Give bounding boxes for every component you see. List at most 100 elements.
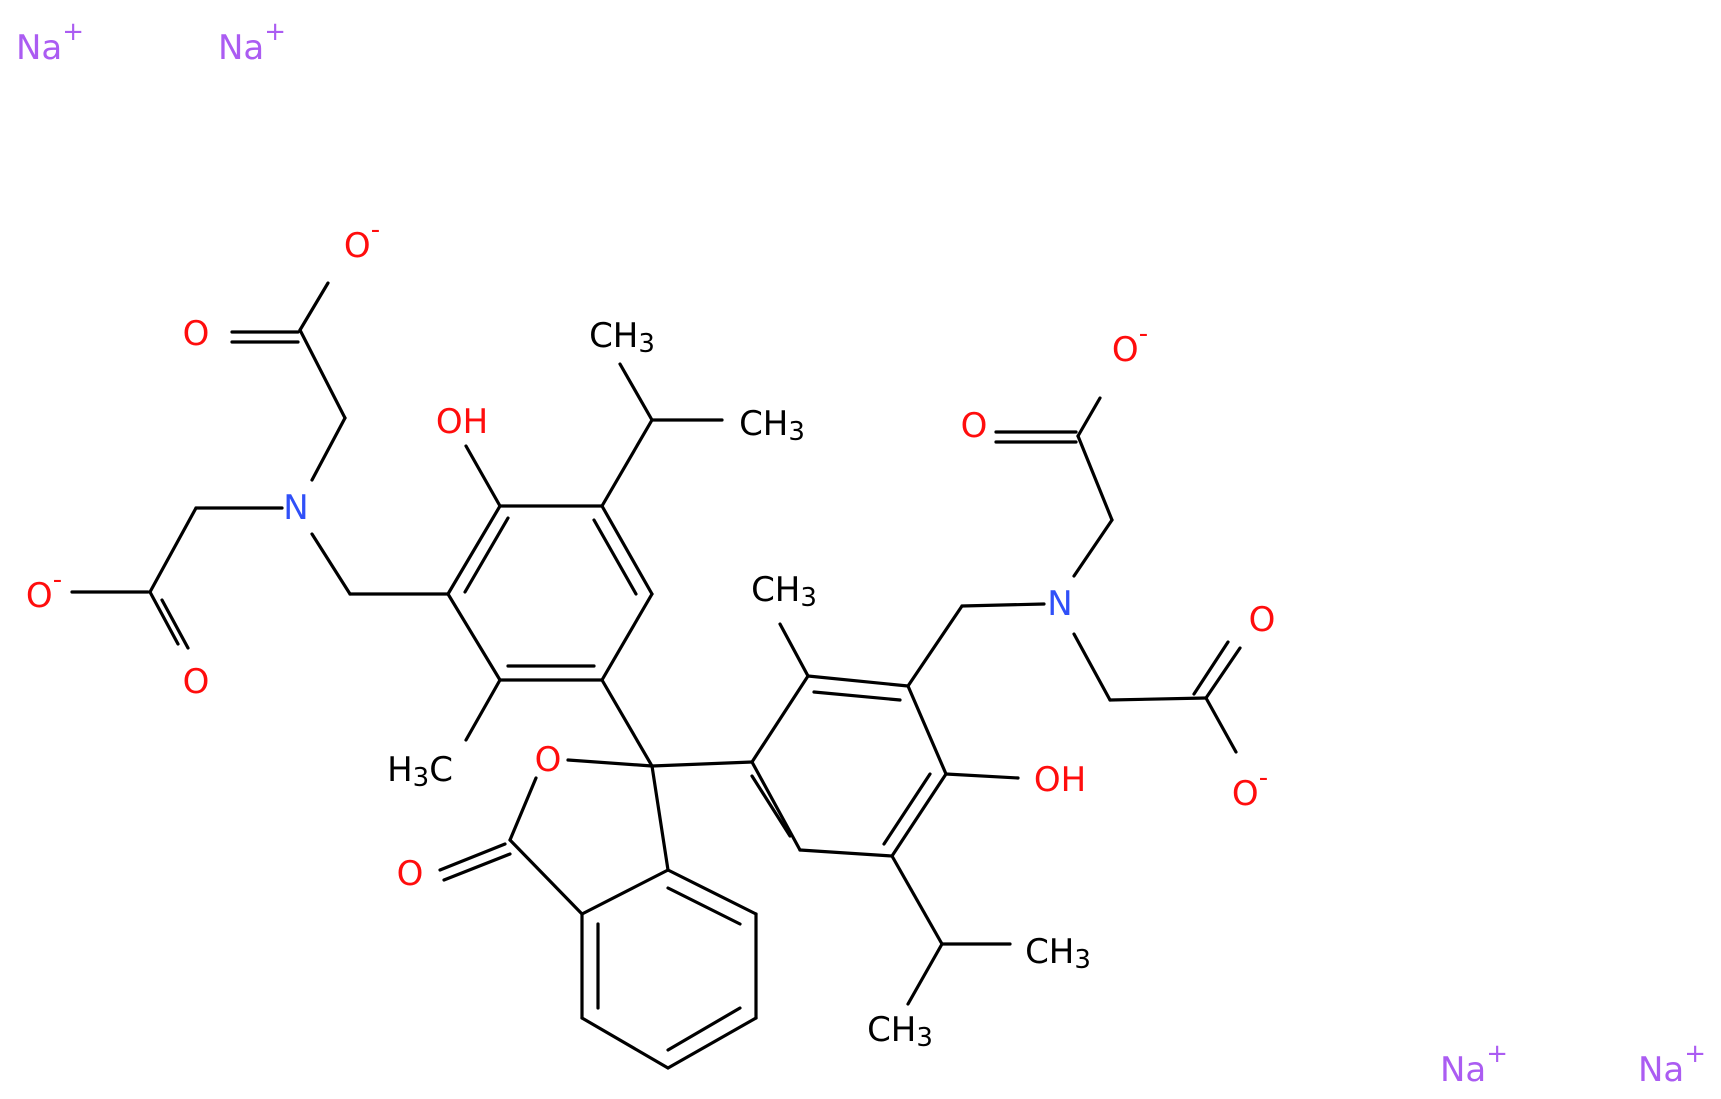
atom-label-o-ring: O bbox=[535, 740, 562, 780]
bond bbox=[906, 604, 964, 688]
bond bbox=[666, 1016, 758, 1070]
bond bbox=[806, 674, 910, 688]
bond bbox=[446, 592, 502, 682]
atom-charge: - bbox=[1139, 319, 1148, 349]
bond bbox=[600, 678, 654, 768]
bond bbox=[1192, 640, 1230, 696]
atom-symbol: H bbox=[387, 750, 413, 790]
bond bbox=[750, 674, 810, 764]
bond bbox=[890, 772, 948, 858]
atom-symbol: O bbox=[961, 406, 988, 446]
atom-label-na2: Na+ bbox=[218, 17, 286, 68]
atom-label-ch3-mid: CH3 bbox=[751, 570, 817, 613]
atom-charge: - bbox=[1259, 763, 1268, 793]
atom-charge: - bbox=[53, 565, 62, 595]
atom-symbol: CH bbox=[589, 316, 638, 356]
bond bbox=[298, 328, 347, 420]
atom-label-n-left: N bbox=[283, 488, 308, 528]
bond bbox=[1076, 396, 1102, 438]
bond bbox=[580, 1016, 670, 1070]
bond bbox=[148, 590, 180, 646]
bond bbox=[666, 1006, 742, 1052]
atom-subscript: 3 bbox=[788, 417, 805, 447]
bond bbox=[463, 516, 510, 594]
atom-label-ch3-bottom: CH3 bbox=[867, 1010, 933, 1053]
bond bbox=[298, 281, 330, 332]
bond bbox=[1072, 632, 1112, 702]
atom-symbol: O bbox=[1249, 600, 1276, 640]
bond bbox=[148, 506, 198, 594]
atom-symbol: O bbox=[26, 576, 53, 616]
atom-charge: + bbox=[264, 17, 286, 47]
atom-tail: C bbox=[429, 750, 453, 790]
atom-label-o-left-minus: O- bbox=[26, 565, 62, 616]
atom-symbol: OH bbox=[436, 402, 488, 442]
atom-label-na4: Na+ bbox=[1638, 1039, 1706, 1090]
atom-symbol: Na bbox=[1440, 1050, 1486, 1090]
bond bbox=[1204, 646, 1242, 700]
atom-symbol: N bbox=[1047, 584, 1072, 624]
atom-subscript: 3 bbox=[413, 763, 430, 793]
atom-label-o-right-top-minus: O- bbox=[1112, 319, 1148, 370]
atom-symbol: N bbox=[283, 488, 308, 528]
atom-label-n-right: N bbox=[1047, 584, 1072, 624]
bond bbox=[442, 852, 512, 882]
bond bbox=[600, 504, 654, 596]
atom-charge: + bbox=[1684, 1039, 1706, 1069]
atom-charge: + bbox=[1486, 1039, 1508, 1069]
bond bbox=[666, 886, 742, 926]
bond bbox=[778, 622, 810, 678]
atom-label-ch3-top-right: CH3 bbox=[739, 404, 805, 447]
atom-charge: - bbox=[371, 215, 380, 245]
atom-label-o-right-minus: O- bbox=[1232, 763, 1268, 814]
bond bbox=[1072, 518, 1114, 578]
bond bbox=[906, 684, 948, 776]
atom-label-o-right-top-dbl: O bbox=[961, 406, 988, 446]
atom-symbol: O bbox=[183, 662, 210, 702]
atom-label-ch3-bottom-right: CH3 bbox=[1025, 932, 1091, 975]
bond bbox=[464, 444, 502, 508]
bonds bbox=[70, 281, 1242, 1070]
bond bbox=[750, 774, 792, 838]
atom-label-o-top-left-minus: O- bbox=[344, 215, 380, 266]
bond bbox=[944, 772, 1020, 780]
atom-label-o-right-dbl: O bbox=[1249, 600, 1276, 640]
bond bbox=[650, 764, 670, 872]
atom-symbol: O bbox=[1112, 330, 1139, 370]
bond bbox=[1076, 434, 1114, 522]
bond bbox=[310, 532, 352, 596]
atom-label-ch3-top: CH3 bbox=[589, 316, 655, 359]
atom-symbol: O bbox=[535, 740, 562, 780]
atom-symbol: OH bbox=[1034, 760, 1086, 800]
bond bbox=[566, 758, 654, 768]
atom-label-o-top-left-dbl: O bbox=[183, 314, 210, 354]
bond bbox=[882, 772, 932, 846]
atom-symbol: CH bbox=[1025, 932, 1074, 972]
atom-label-na1: Na+ bbox=[16, 17, 84, 68]
bond bbox=[446, 504, 502, 596]
atom-symbol: O bbox=[183, 314, 210, 354]
bond bbox=[812, 690, 902, 702]
bond bbox=[798, 848, 894, 858]
atom-symbol: CH bbox=[751, 570, 800, 610]
bond bbox=[464, 678, 502, 742]
atom-subscript: 3 bbox=[638, 329, 655, 359]
bond bbox=[960, 602, 1046, 608]
bond bbox=[508, 776, 538, 842]
bond bbox=[890, 854, 944, 946]
atom-symbol: O bbox=[1232, 774, 1259, 814]
atom-label-o-lactone: O bbox=[397, 854, 424, 894]
bond bbox=[1204, 696, 1238, 754]
atom-symbol: Na bbox=[218, 28, 264, 68]
atom-label-o-left-dbl: O bbox=[183, 662, 210, 702]
atom-symbol: CH bbox=[867, 1010, 916, 1050]
bond bbox=[618, 362, 654, 422]
atom-subscript: 3 bbox=[1074, 945, 1091, 975]
atom-symbol: O bbox=[397, 854, 424, 894]
bond bbox=[1108, 696, 1208, 702]
atom-symbol: Na bbox=[1638, 1050, 1684, 1090]
bond bbox=[438, 842, 507, 872]
atom-label-na3: Na+ bbox=[1440, 1039, 1508, 1090]
